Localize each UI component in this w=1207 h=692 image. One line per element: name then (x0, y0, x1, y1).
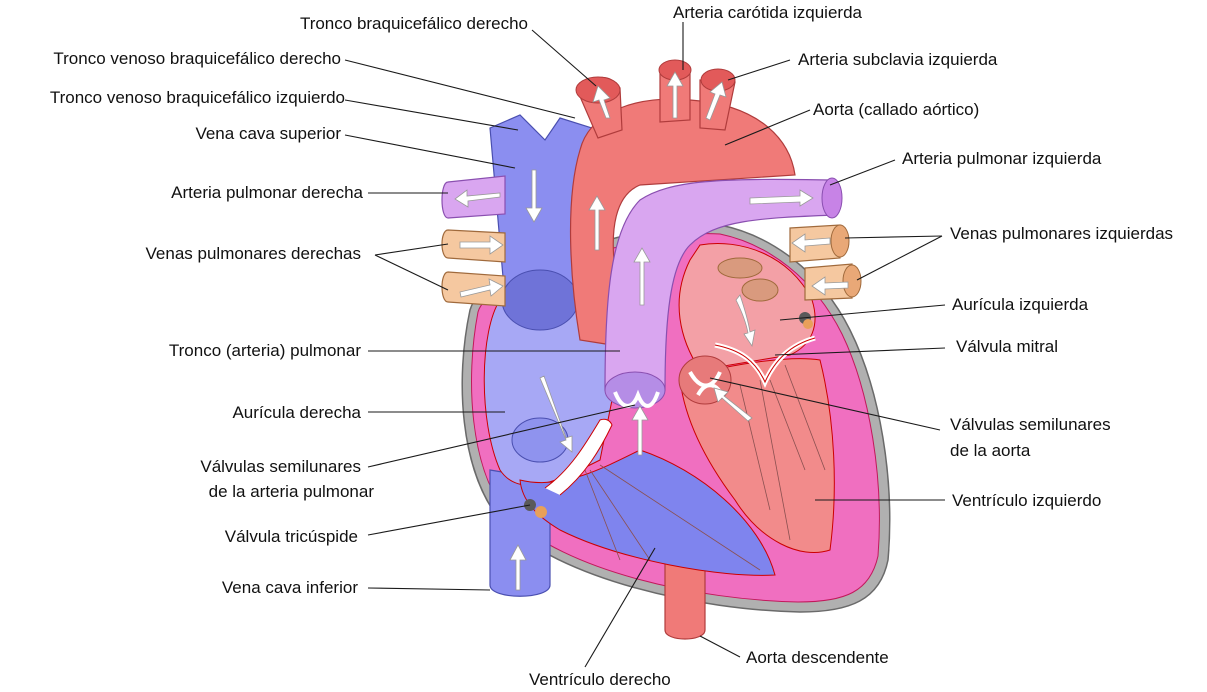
chordae-tendineae (584, 364, 826, 571)
leader-venas-pulm-der-2 (374, 254, 449, 291)
arrow-carotid (666, 71, 684, 119)
label-arteria-subclavia-izquierda: Arteria subclavia izquierda (798, 50, 998, 69)
arrow-vpd2 (459, 278, 504, 298)
arrow-tronco-pulm (633, 247, 651, 306)
arrow-pulm-valve (631, 405, 649, 456)
aorta-shape (569, 98, 796, 346)
label-tronco-braquicefalico-derecho: Tronco braquicefálico derecho (300, 14, 528, 33)
label-aorta-descendente: Aorta descendente (746, 648, 889, 667)
label-auricula-izquierda: Aurícula izquierda (952, 295, 1089, 314)
pulmonary-vein-inner-1 (717, 257, 763, 279)
aorta-descendente-shape (664, 559, 706, 640)
label-ventriculo-izquierdo: Ventrículo izquierdo (952, 491, 1101, 510)
label-valvulas-semilunares-aorta-2: de la aorta (950, 441, 1031, 460)
leader-vena-cava-superior (344, 134, 516, 169)
arrow-braq (592, 85, 611, 119)
ventriculo-derecho-shape (519, 449, 776, 576)
leader-lines (344, 22, 946, 668)
labels: Tronco braquicefálico derecho Arteria ca… (50, 3, 1173, 689)
label-ventriculo-derecho: Ventrículo derecho (529, 670, 671, 689)
leader-vena-cava-inferior (367, 587, 491, 591)
vena-cava-superior-opening (501, 269, 579, 331)
leader-venas-pulm-der-1 (374, 243, 449, 256)
arrow-vpd1 (459, 235, 504, 255)
label-valvulas-semilunares-aorta-1: Válvulas semilunares (950, 415, 1111, 434)
leader-venas-pulm-izq-2 (856, 235, 943, 281)
label-auricula-derecha: Aurícula derecha (232, 403, 361, 422)
arrow-lv-aorta (713, 387, 753, 422)
tricuspid-dot-2 (535, 506, 547, 518)
leader-venas-pulm-izq-1 (844, 235, 943, 239)
vena-pulmonar-izq-opening-2 (842, 264, 862, 298)
leader-aorta-callado (724, 109, 811, 146)
label-venas-pulmonares-derechas: Venas pulmonares derechas (146, 244, 361, 263)
leader-ventriculo-derecho (584, 547, 656, 668)
valvula-tricuspide-shape (544, 418, 613, 496)
leader-arteria-pulmonar-izquierda (829, 159, 896, 186)
leader-tronco-braquicefalico (531, 29, 597, 87)
vena-pulmonar-izq-opening-1 (830, 224, 850, 258)
leader-valvulas-semilunares-aorta (709, 377, 941, 431)
label-valvula-tricuspide: Válvula tricúspide (225, 527, 358, 546)
arrow-svc (525, 169, 543, 223)
label-vena-cava-inferior: Vena cava inferior (222, 578, 358, 597)
label-tronco-venoso-braq-izquierdo: Tronco venoso braquicefálico izquierdo (50, 88, 345, 107)
leader-tronco-venoso-izquierdo (344, 99, 519, 131)
label-venas-pulmonares-izquierdas: Venas pulmonares izquierdas (950, 224, 1173, 243)
arrow-vpi2 (811, 276, 849, 296)
flow-arrows (454, 71, 849, 591)
pulmonary-vein-inner-2 (741, 278, 779, 302)
label-tronco-venoso-braq-derecho: Tronco venoso braquicefálico derecho (53, 49, 341, 68)
label-valvula-mitral: Válvula mitral (956, 337, 1058, 356)
arteria-pulmonar-izquierda-opening (821, 177, 843, 219)
valvulas-semilunares-pulmonar-shape (613, 389, 660, 408)
arrow-ra-rv (539, 375, 573, 453)
arrow-la-lv (735, 294, 756, 348)
arrow-api (749, 189, 814, 207)
label-arteria-pulmonar-izquierda: Arteria pulmonar izquierda (902, 149, 1102, 168)
leader-valvula-tricuspide (367, 504, 531, 536)
label-arteria-carotida-izquierda: Arteria carótida izquierda (673, 3, 863, 22)
arrow-ivc (509, 544, 527, 591)
label-vena-cava-superior: Vena cava superior (195, 124, 341, 143)
leader-auricula-izquierda (779, 304, 946, 321)
arrow-apd (454, 189, 501, 208)
arrow-vpi1 (791, 233, 831, 253)
label-tronco-pulmonar: Tronco (arteria) pulmonar (169, 341, 361, 360)
leader-tronco-venoso-derecho (344, 59, 576, 119)
venas-pulmonares-izquierdas-shape-2 (804, 263, 853, 301)
leader-valvula-mitral (774, 347, 946, 356)
leader-valvulas-semilunares-pulmonar (367, 404, 636, 468)
label-valvulas-semilunares-pulmonar-2: de la arteria pulmonar (209, 482, 375, 501)
label-aorta-callado: Aorta (callado aórtico) (813, 100, 979, 119)
arrow-aorta-up (588, 195, 606, 251)
mitral-dot-2 (803, 319, 813, 329)
leader-aorta-descendente (699, 635, 741, 658)
label-valvulas-semilunares-pulmonar-1: Válvulas semilunares (200, 457, 361, 476)
arrow-subclavia (705, 81, 727, 121)
label-arteria-pulmonar-derecha: Arteria pulmonar derecha (171, 183, 363, 202)
leader-arteria-subclavia (727, 59, 791, 81)
